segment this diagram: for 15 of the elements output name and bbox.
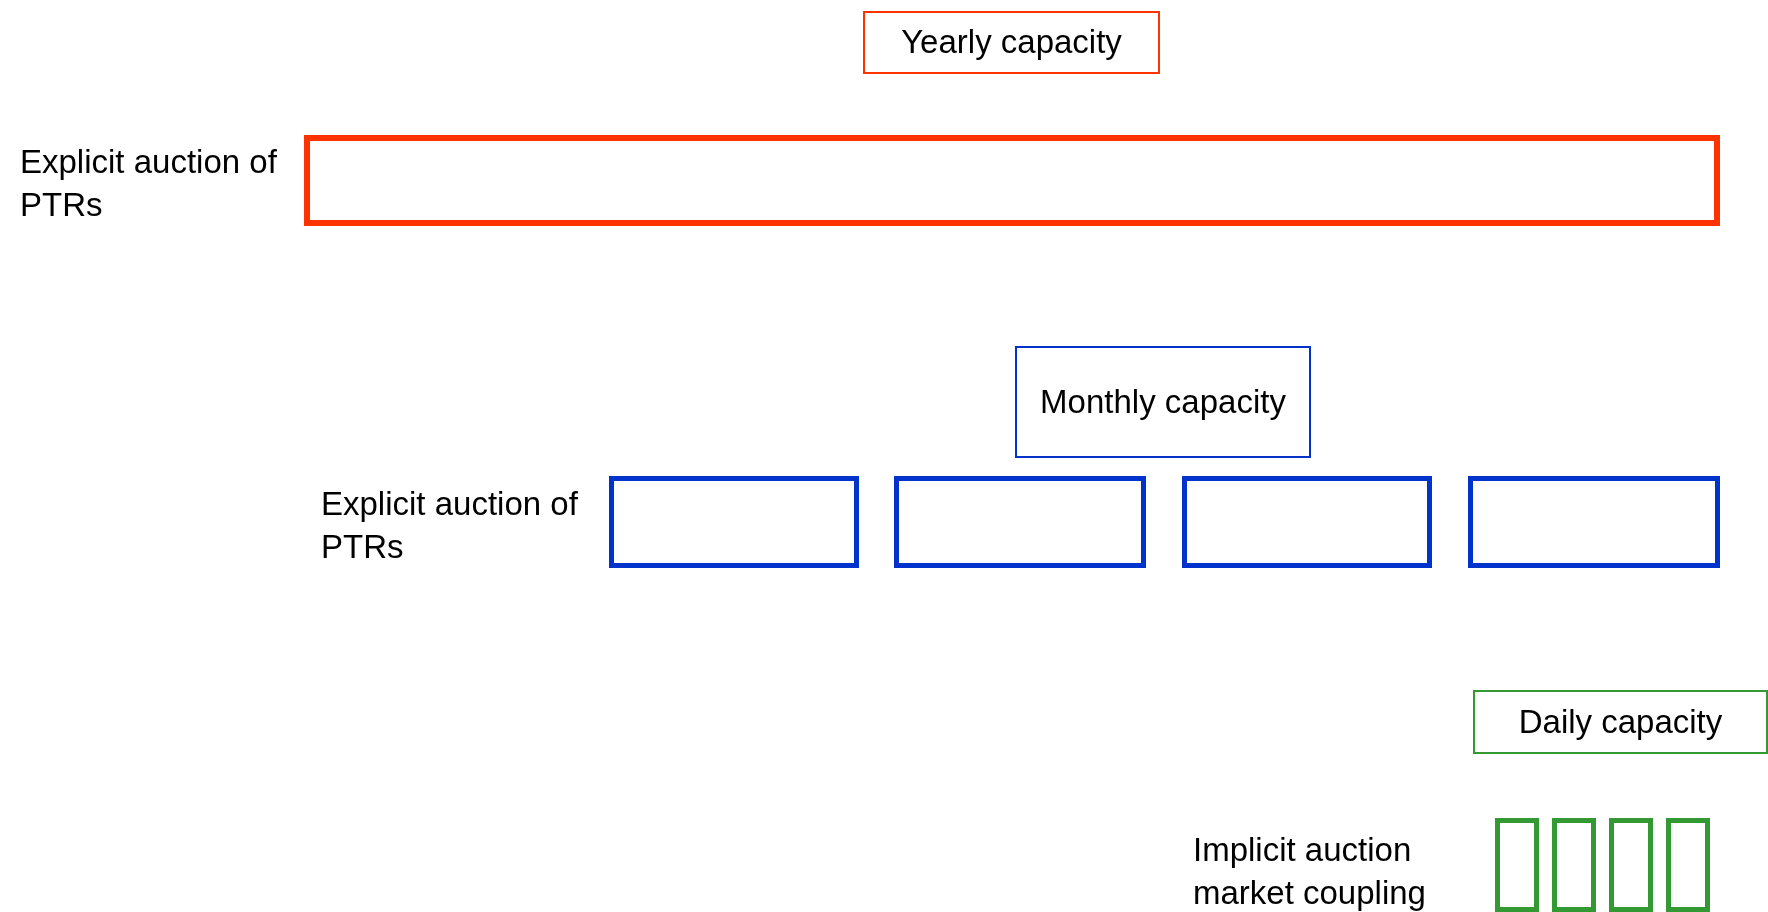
title-box: Yearly capacity: [863, 11, 1160, 74]
period-box: [1495, 818, 1539, 912]
period-box: [1666, 818, 1710, 912]
title-box: Monthly capacity: [1015, 346, 1311, 458]
period-box: [1468, 476, 1720, 568]
period-box: [1552, 818, 1596, 912]
period-box: [894, 476, 1146, 568]
row-label: Implicit auction market coupling: [1193, 830, 1427, 912]
period-box: [1182, 476, 1432, 568]
title-box: Daily capacity: [1473, 690, 1768, 754]
period-box: [1609, 818, 1653, 912]
row-label: Explicit auction of PTRs: [321, 484, 579, 567]
bar-box: [304, 135, 1720, 226]
row-label: Explicit auction of PTRs: [20, 142, 278, 225]
period-box: [609, 476, 859, 568]
